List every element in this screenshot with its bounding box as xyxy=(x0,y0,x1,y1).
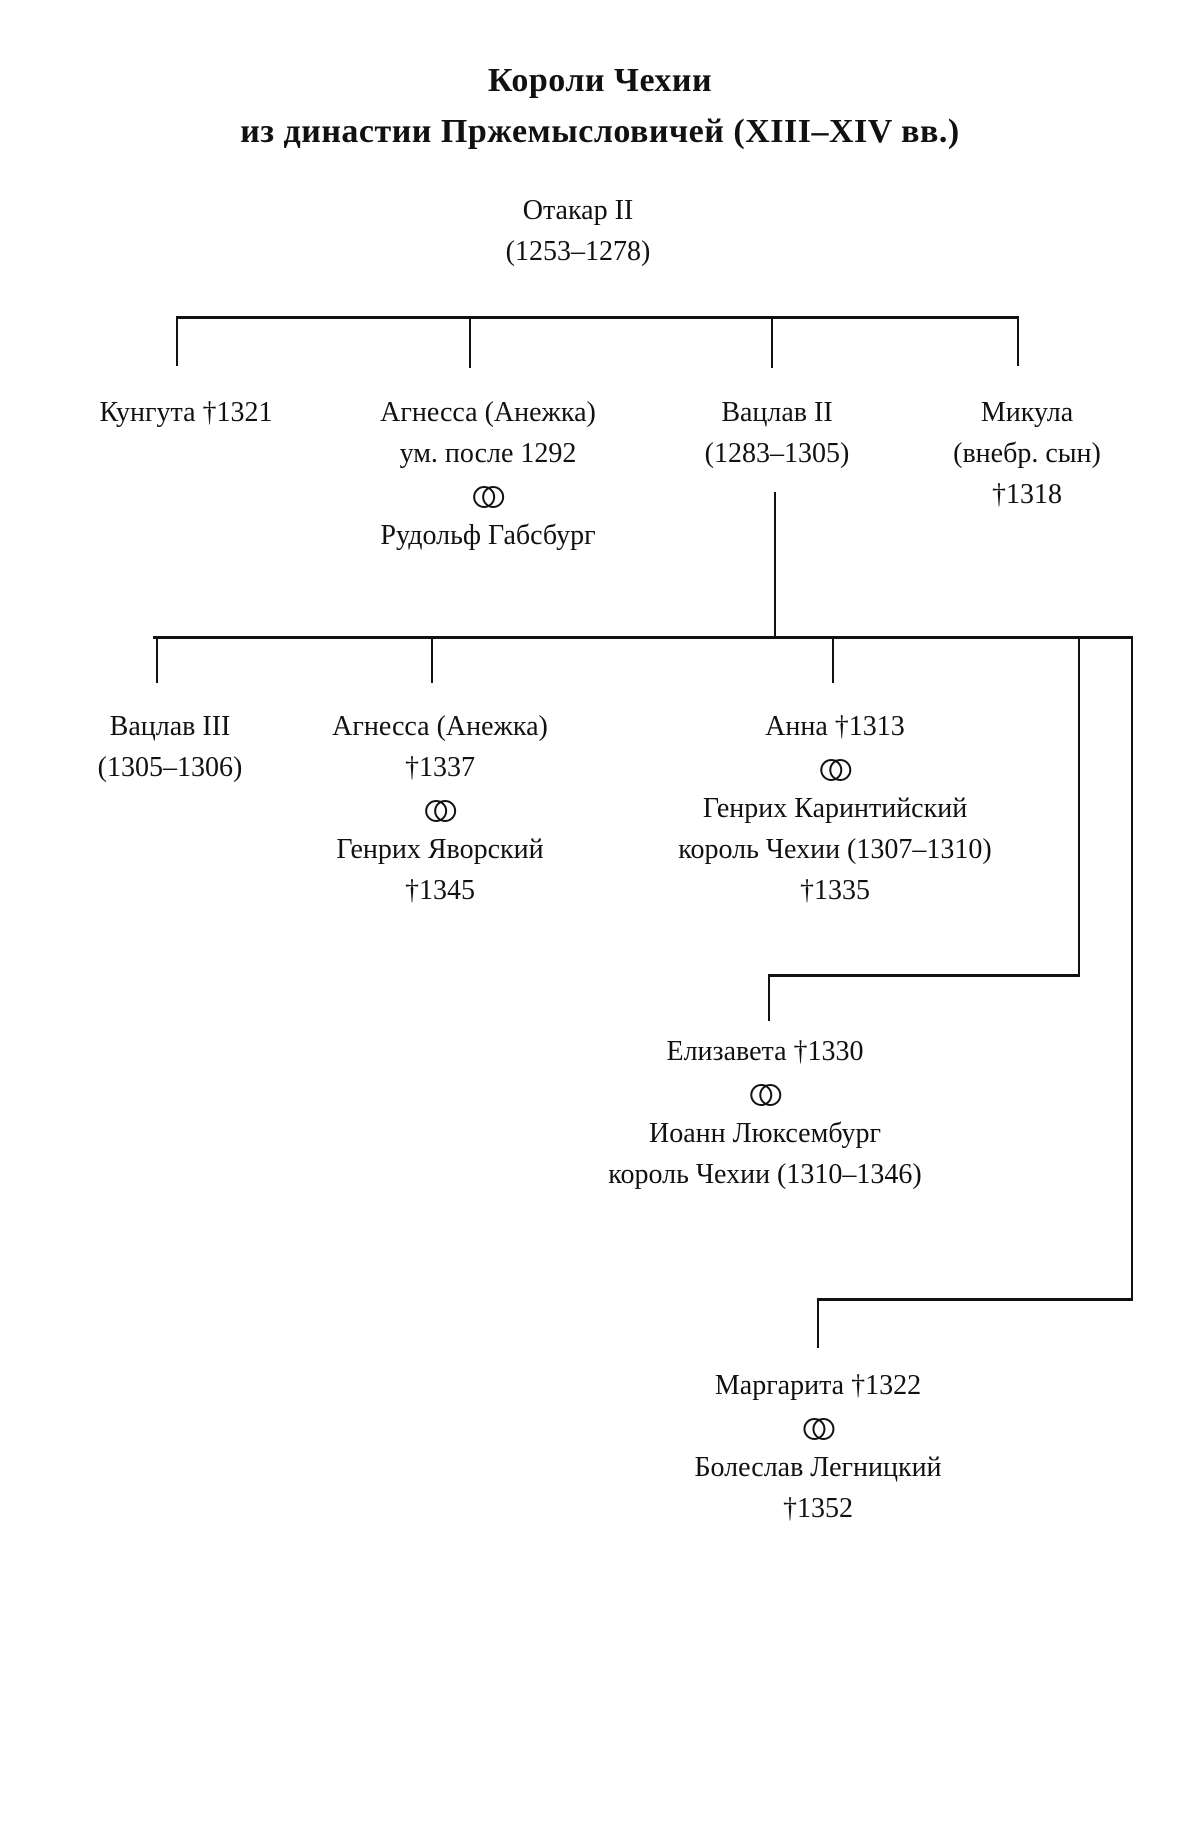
node-mikula: Микула (внебр. сын) †1318 xyxy=(953,392,1101,515)
connector-gen1-horizontal xyxy=(176,316,1019,319)
node-otakar-ii: Отакар II (1253–1278) xyxy=(506,190,651,272)
node-spouse-death: †1345 xyxy=(332,870,548,911)
connector-gen2-vaclav-iii xyxy=(156,636,158,683)
connector-gen2-elizaveta-trunk xyxy=(1078,636,1080,976)
marriage-rings-icon xyxy=(750,1084,780,1106)
connector-gen2-margarita-trunk xyxy=(1131,636,1133,1300)
node-reign: (1305–1306) xyxy=(98,747,243,788)
node-spouse-death: †1335 xyxy=(678,870,991,911)
node-spouse-death: †1352 xyxy=(694,1488,941,1529)
node-spouse: Рудольф Габсбург xyxy=(380,515,596,556)
node-name: Анна †1313 xyxy=(678,706,991,747)
node-margarita: Маргарита †1322 Болеслав Легницкий †1352 xyxy=(694,1365,941,1529)
connector-gen2-anna xyxy=(832,636,834,683)
node-death: †1318 xyxy=(953,474,1101,515)
connector-gen1-vaclav-ii xyxy=(771,316,773,368)
node-name: Вацлав III xyxy=(98,706,243,747)
node-death: ум. после 1292 xyxy=(380,433,596,474)
node-spouse-title: король Чехии (1310–1346) xyxy=(608,1154,921,1195)
connector-gen1-mikula xyxy=(1017,316,1019,366)
connector-gen2-elizaveta xyxy=(768,974,770,1021)
connector-gen1-agnessa xyxy=(469,316,471,368)
node-kunguta: Кунгута †1321 xyxy=(99,392,272,433)
node-reign: (1253–1278) xyxy=(506,231,651,272)
node-agnessa-2: Агнесса (Анежка) †1337 Генрих Яворский †… xyxy=(332,706,548,911)
marriage-rings-icon xyxy=(820,759,850,781)
node-vaclav-ii: Вацлав II (1283–1305) xyxy=(705,392,850,474)
connector-gen2-margarita-horizontal xyxy=(817,1298,1133,1301)
node-agnessa-1: Агнесса (Анежка) ум. после 1292 Рудольф … xyxy=(380,392,596,556)
marriage-rings-icon xyxy=(473,486,503,508)
node-name: Маргарита †1322 xyxy=(694,1365,941,1406)
node-elizaveta: Елизавета †1330 Иоанн Люксембург король … xyxy=(608,1031,921,1195)
connector-gen2-margarita xyxy=(817,1298,819,1348)
node-spouse: Генрих Каринтийский xyxy=(678,788,991,829)
marriage-rings-icon xyxy=(803,1418,833,1440)
node-name: Агнесса (Анежка) xyxy=(380,392,596,433)
title-line-2: из династии Пржемысловичей (XIII–XIV вв.… xyxy=(0,113,1200,151)
connector-gen2-horizontal xyxy=(153,636,1133,639)
node-reign: (1283–1305) xyxy=(705,433,850,474)
node-name: Елизавета †1330 xyxy=(608,1031,921,1072)
node-name: Агнесса (Анежка) xyxy=(332,706,548,747)
node-spouse: Болеслав Легницкий xyxy=(694,1447,941,1488)
node-spouse: Генрих Яворский xyxy=(332,829,548,870)
node-anna: Анна †1313 Генрих Каринтийский король Че… xyxy=(678,706,991,911)
node-death: †1337 xyxy=(332,747,548,788)
node-name: Кунгута †1321 xyxy=(99,392,272,433)
connector-gen2-agnessa xyxy=(431,636,433,683)
node-name: Микула xyxy=(953,392,1101,433)
connector-gen1-kunguta xyxy=(176,316,178,366)
node-spouse-title: король Чехии (1307–1310) xyxy=(678,829,991,870)
connector-gen2-elizaveta-horizontal xyxy=(768,974,1080,977)
node-vaclav-iii: Вацлав III (1305–1306) xyxy=(98,706,243,788)
title-line-1: Короли Чехии xyxy=(0,62,1200,100)
node-note: (внебр. сын) xyxy=(953,433,1101,474)
connector-vaclav-ii-down xyxy=(774,492,776,638)
marriage-rings-icon xyxy=(425,800,455,822)
node-spouse: Иоанн Люксембург xyxy=(608,1113,921,1154)
node-name: Вацлав II xyxy=(705,392,850,433)
node-name: Отакар II xyxy=(506,190,651,231)
